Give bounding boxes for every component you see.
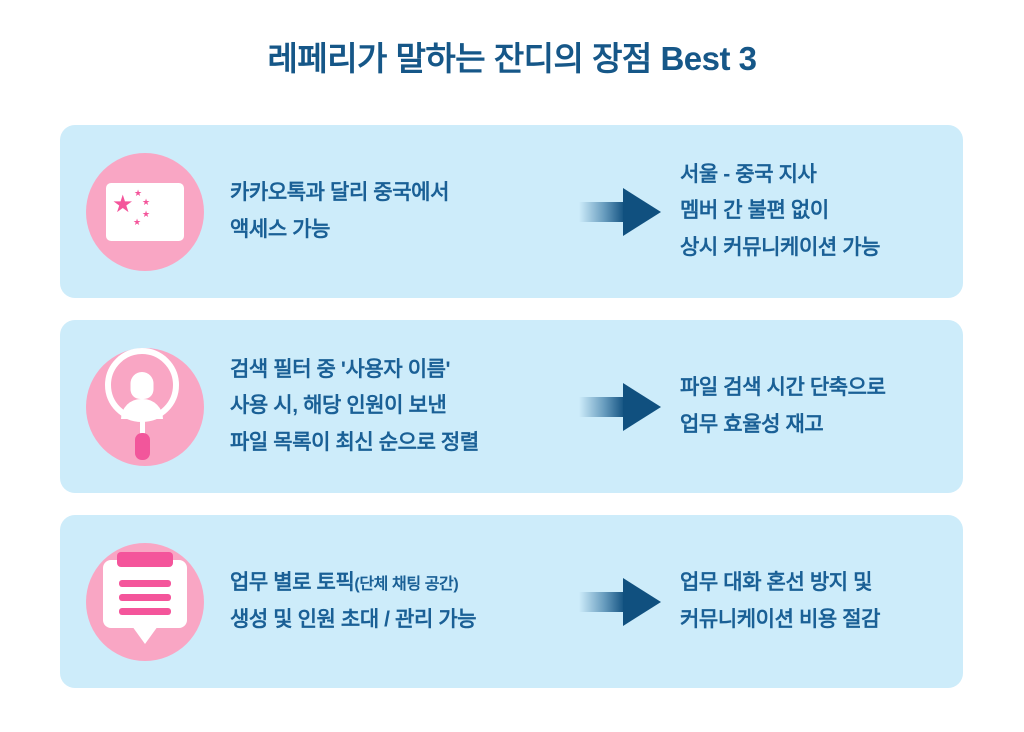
right-arrow-icon <box>579 577 661 626</box>
feature-line: 업무 별로 토픽(단체 채팅 공간) <box>230 565 560 601</box>
benefit-line: 업무 대화 혼선 방지 및 <box>680 571 873 595</box>
icon-container <box>60 542 230 661</box>
search-user-icon <box>86 347 204 466</box>
magnifier-stem <box>140 420 145 438</box>
magnifier-ring <box>105 348 179 423</box>
note-header-bar <box>117 551 173 567</box>
benefit-row: 검색 필터 중 '사용자 이름' 사용 시, 해당 인원이 보낸 파일 목록이 … <box>60 320 963 493</box>
benefit-line: 멤버 간 불편 없이 <box>680 199 829 223</box>
flag-star-large: ★ <box>112 189 134 218</box>
flag-rectangle: ★ ★ ★ ★ ★ <box>106 182 184 241</box>
feature-description: 검색 필터 중 '사용자 이름' 사용 시, 해당 인원이 보낸 파일 목록이 … <box>230 352 560 460</box>
flag-star-small-1: ★ <box>134 188 143 199</box>
feature-line-main: 업무 별로 토픽 <box>230 571 355 595</box>
benefit-rows: ★ ★ ★ ★ ★ 카카오톡과 달리 중국에서 액세스 가능 <box>60 125 963 710</box>
feature-description: 카카오톡과 달리 중국에서 액세스 가능 <box>230 175 560 247</box>
arrow-shaft <box>579 591 625 612</box>
note-text-line <box>119 607 171 615</box>
flag-star-small-3: ★ <box>142 209 151 220</box>
note-text-line <box>119 579 171 587</box>
note-tail <box>132 625 158 644</box>
benefit-description: 파일 검색 시간 단축으로 업무 효율성 재고 <box>680 370 963 442</box>
magnifier-glyph <box>97 348 193 461</box>
arrow-shaft <box>579 396 625 417</box>
benefit-row: 업무 별로 토픽(단체 채팅 공간) 생성 및 인원 초대 / 관리 가능 업무… <box>60 515 963 688</box>
arrow-head <box>623 382 661 431</box>
feature-line: 액세스 가능 <box>230 217 331 241</box>
feature-description: 업무 별로 토픽(단체 채팅 공간) 생성 및 인원 초대 / 관리 가능 <box>230 565 560 637</box>
flag-star-small-4: ★ <box>133 217 142 228</box>
note-glyph <box>103 550 187 646</box>
feature-line: 검색 필터 중 '사용자 이름' <box>230 358 451 382</box>
feature-line-note: (단체 채팅 공간) <box>354 576 459 594</box>
benefit-line: 파일 검색 시간 단축으로 <box>680 376 886 400</box>
arrow-head <box>623 577 661 626</box>
note-text-line <box>119 593 171 601</box>
feature-line: 파일 목록이 최신 순으로 정렬 <box>230 430 479 454</box>
benefit-line: 커뮤니케이션 비용 절감 <box>680 607 881 631</box>
china-flag-icon: ★ ★ ★ ★ ★ <box>86 152 204 271</box>
benefit-row: ★ ★ ★ ★ ★ 카카오톡과 달리 중국에서 액세스 가능 <box>60 125 963 298</box>
benefit-description: 서울 - 중국 지사 멤버 간 불편 없이 상시 커뮤니케이션 가능 <box>680 157 963 265</box>
person-body <box>121 399 163 420</box>
arrow-container <box>560 577 680 626</box>
magnifier-handle <box>135 433 150 461</box>
icon-container: ★ ★ ★ ★ ★ <box>60 152 230 271</box>
flag-star-small-2: ★ <box>142 197 151 208</box>
feature-line: 사용 시, 해당 인원이 보낸 <box>230 394 447 418</box>
benefit-description: 업무 대화 혼선 방지 및 커뮤니케이션 비용 절감 <box>680 565 963 637</box>
arrow-container <box>560 187 680 236</box>
topic-note-icon <box>86 542 204 661</box>
benefit-line: 업무 효율성 재고 <box>680 412 824 436</box>
arrow-head <box>623 187 661 236</box>
right-arrow-icon <box>579 187 661 236</box>
person-head <box>130 372 154 400</box>
benefit-line: 상시 커뮤니케이션 가능 <box>680 235 881 259</box>
arrow-shaft <box>579 201 625 222</box>
page-title: 레페리가 말하는 잔디의 장점 Best 3 <box>267 40 757 77</box>
icon-container <box>60 347 230 466</box>
feature-line: 카카오톡과 달리 중국에서 <box>230 181 449 205</box>
benefit-line: 서울 - 중국 지사 <box>680 163 817 187</box>
feature-line: 생성 및 인원 초대 / 관리 가능 <box>230 607 477 631</box>
right-arrow-icon <box>579 382 661 431</box>
arrow-container <box>560 382 680 431</box>
